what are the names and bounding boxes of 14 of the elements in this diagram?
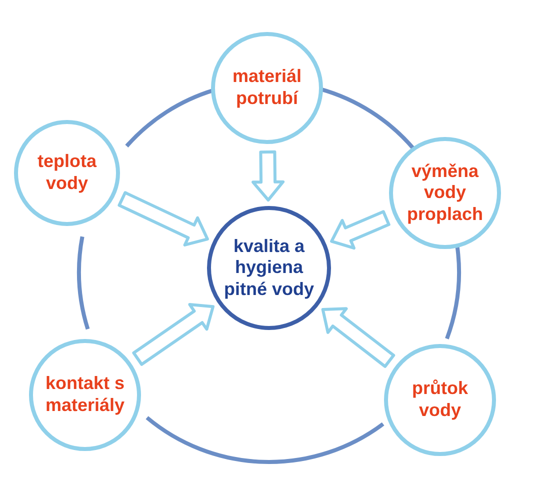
node-label: teplota vody [36,151,98,195]
hollow-arrow [330,210,390,250]
hollow-arrow [132,303,215,366]
node-label: kontakt s materiály [44,373,126,417]
node-label: kvalita a hygiena pitné vody [222,236,315,300]
node-label: výměna vody proplach [406,160,484,226]
ring-connector [77,236,90,330]
ring-connector [445,246,461,340]
node-label: průtok vody [411,378,469,422]
node-label: materiál potrubí [231,66,303,110]
hollow-arrow [118,191,209,246]
hollow-arrow [252,150,285,202]
ring-connector [146,416,384,464]
hollow-arrow [321,307,396,368]
